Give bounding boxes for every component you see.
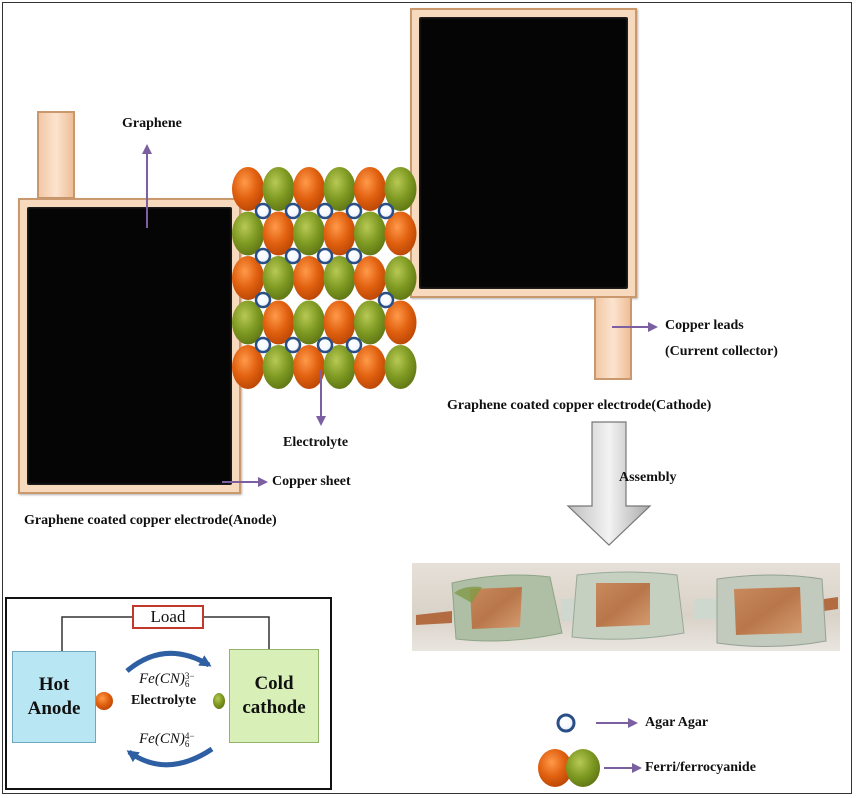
anode-label: Anode — [27, 698, 81, 719]
agar-ball — [345, 247, 363, 265]
ferrocyanide-ball — [323, 256, 356, 300]
ferricyanide-ball — [323, 211, 356, 256]
cathode-graphene-coating — [419, 17, 628, 289]
ferrocyanide-formula: Fe(CN)4−6 — [139, 730, 195, 749]
current-collector-label: (Current collector) — [665, 344, 778, 359]
ferricyanide-ball — [232, 167, 264, 211]
ferricyanide-ball — [354, 256, 386, 300]
anode-electrode — [18, 198, 241, 494]
legend-agar-ball — [556, 713, 576, 733]
cathode-electrode — [410, 8, 637, 298]
load-box: Load — [132, 605, 204, 629]
ferrocyanide-ball — [262, 167, 295, 211]
agar-ball — [345, 202, 363, 220]
ferricyanide-ball — [293, 256, 325, 300]
ferrocyanide-ball — [293, 300, 325, 345]
circuit-electrolyte-label: Electrolyte — [131, 693, 197, 708]
ferricyanide-ball — [262, 211, 295, 256]
ferricyanide-ball — [293, 345, 325, 389]
ferrocyanide-ball — [384, 256, 417, 300]
agar-ball — [284, 336, 302, 354]
anode-graphene-coating — [27, 207, 232, 485]
agar-ball — [345, 336, 363, 354]
lower-curved-arrow — [126, 746, 214, 768]
assembled-device-photo — [412, 563, 840, 651]
agar-ball — [284, 202, 302, 220]
ferricyanide-ball — [354, 345, 386, 389]
anode-caption: Graphene coated copper electrode(Anode) — [24, 513, 277, 528]
ferricyanide-ball — [262, 300, 295, 345]
legend-agar-label: Agar Agar — [645, 715, 709, 730]
ferrocyanide-ball — [384, 167, 417, 211]
circuit-orange-ball — [95, 692, 113, 710]
ferricyanide-ball — [232, 345, 264, 389]
agar-ball — [316, 336, 334, 354]
assembly-label: Assembly — [619, 470, 677, 485]
copper-leads-label: Copper leads — [665, 318, 744, 333]
ferrocyanide-ball — [354, 211, 386, 256]
thermocell-circuit: Load Hot Anode Cold cathode Fe(CN)3−6 El… — [5, 597, 332, 790]
hot-anode-box: Hot Anode — [12, 651, 96, 743]
upper-curved-arrow — [125, 650, 212, 673]
agar-ball — [316, 202, 334, 220]
legend-ferri-label: Ferri/ferrocyanide — [645, 760, 756, 775]
cathode-label: cathode — [242, 697, 306, 718]
agar-ball — [377, 291, 395, 309]
electrolyte-label: Electrolyte — [283, 435, 349, 450]
assembly-arrow — [566, 421, 652, 546]
electrolyte-lattice — [232, 167, 417, 389]
ferricyanide-ball — [293, 167, 325, 211]
graphene-label: Graphene — [122, 116, 182, 131]
ferrocyanide-ball — [262, 256, 295, 300]
ferrocyanide-ball — [323, 345, 356, 389]
legend-orange-ball — [538, 749, 572, 787]
agar-ball — [254, 336, 272, 354]
agar-ball — [377, 202, 395, 220]
legend-green-ball — [566, 749, 600, 787]
agar-ball — [284, 247, 302, 265]
ferrocyanide-ball — [293, 211, 325, 256]
ferricyanide-ball — [354, 167, 386, 211]
ferrocyanide-ball — [232, 211, 264, 256]
ferricyanide-ball — [232, 256, 264, 300]
ferrocyanide-ball — [384, 345, 417, 389]
copper-sheet-label: Copper sheet — [272, 474, 351, 489]
ferrocyanide-ball — [262, 345, 295, 389]
agar-ball — [316, 247, 334, 265]
cold-label: Cold — [254, 673, 294, 694]
ferrocyanide-ball — [354, 300, 386, 345]
cathode-caption: Graphene coated copper electrode(Cathode… — [447, 398, 712, 413]
circuit-lines — [61, 616, 270, 768]
circuit-green-ball — [213, 693, 225, 709]
ferricyanide-ball — [384, 211, 417, 256]
ferricyanide-ball — [323, 300, 356, 345]
assembled-device-drawing — [416, 571, 838, 648]
agar-ball — [254, 291, 272, 309]
cathode-copper-lead — [594, 296, 632, 380]
load-label: Load — [150, 607, 186, 626]
ferrocyanide-ball — [232, 300, 264, 345]
ferricyanide-formula: Fe(CN)3−6 — [139, 670, 195, 689]
agar-ball — [254, 247, 272, 265]
hot-label: Hot — [38, 674, 70, 695]
ferricyanide-ball — [384, 300, 417, 345]
agar-ball — [254, 202, 272, 220]
cold-cathode-box: Cold cathode — [229, 649, 319, 743]
ferrocyanide-ball — [323, 167, 356, 211]
